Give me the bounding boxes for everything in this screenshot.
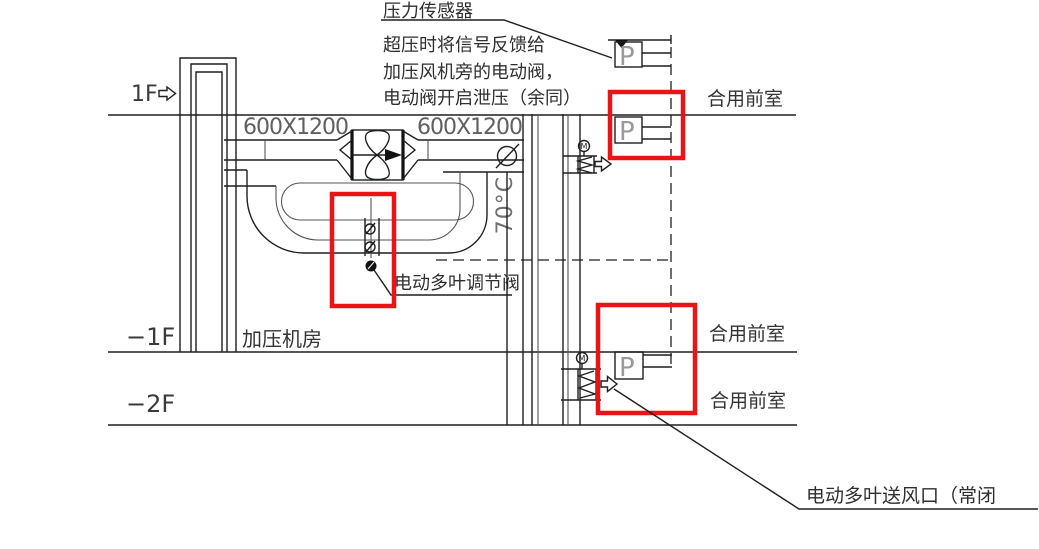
label-duct-size-left: 600X1200 [243, 115, 348, 140]
label-lobby-1f: 合用前室 [707, 88, 783, 110]
label-floor-b2: −2F [126, 390, 175, 418]
label-damper: 电动多叶调节阀 [394, 273, 520, 294]
annotation-line1: 超压时将信号反馈给 [383, 35, 545, 56]
label-fuse-rating: 70°C [493, 176, 518, 234]
flow-arrow-1f-icon [158, 85, 177, 102]
label-supply-outlet: 电动多叶送风口（常闭 [806, 485, 996, 507]
annotation-leader [381, 19, 613, 59]
outlet-label-leader [613, 388, 1038, 510]
fan-blade-top [364, 129, 390, 156]
airflow-arrow-icon [600, 375, 619, 393]
sensor-letter-p: P [619, 42, 635, 72]
label-duct-size-right: 600X1200 [417, 115, 522, 140]
annotation-line3: 电动阀开启泄压（余同） [383, 88, 581, 109]
supply-grille-lower: M [561, 351, 619, 401]
label-fan-room: 加压机房 [242, 327, 322, 351]
fire-damper-icon [495, 143, 520, 169]
motorized-damper [364, 198, 380, 272]
motor-letter: M [581, 142, 588, 151]
damper-label-leader [373, 269, 512, 296]
pressure-sensor-top: P [608, 35, 672, 72]
sensor-letter-p: P [619, 353, 635, 383]
label-lobby-b1: 合用前室 [709, 323, 785, 345]
highlight-box-sensor-b1 [595, 302, 698, 416]
label-floor-b1: −1F [126, 323, 175, 351]
flex-connector-left [336, 130, 353, 180]
walls-and-riser [506, 114, 581, 425]
pressure-sensor-1f: P [614, 116, 671, 147]
pressurization-shaft [179, 57, 237, 352]
label-lobby-b2: 合用前室 [710, 390, 786, 412]
outlet-annotation: 电动多叶送风口（常闭 [613, 388, 1038, 510]
airflow-arrow-icon [594, 155, 613, 173]
highlight-box-damper [329, 191, 397, 309]
bypass-relief-duct [246, 170, 488, 254]
supply-duct [224, 139, 524, 187]
annotation-line2: 加压风机旁的电动阀， [383, 62, 563, 83]
airflow-arrow-icon [385, 149, 402, 161]
damper-blade-icon [364, 223, 376, 235]
pressure-sensor-b1: P [614, 351, 672, 383]
label-pressure-sensor: 压力传感器 [383, 1, 473, 22]
motor-letter: M [579, 354, 586, 363]
damper-blade-icon [364, 241, 376, 253]
fan-blade-bottom [364, 154, 390, 181]
grille-louver-icon [576, 370, 598, 399]
annotation-block: 压力传感器 超压时将信号反馈给 加压风机旁的电动阀， 电动阀开启泄压（余同） [381, 1, 613, 109]
sensor-letter-p: P [619, 117, 635, 147]
grille-louver-icon [575, 156, 595, 174]
pressurization-fan [336, 129, 419, 181]
supply-grille-upper: M [563, 139, 613, 174]
flex-connector-right [402, 130, 419, 180]
highlight-box-sensor-1f [607, 89, 686, 161]
label-floor-1f: 1F [131, 82, 158, 107]
